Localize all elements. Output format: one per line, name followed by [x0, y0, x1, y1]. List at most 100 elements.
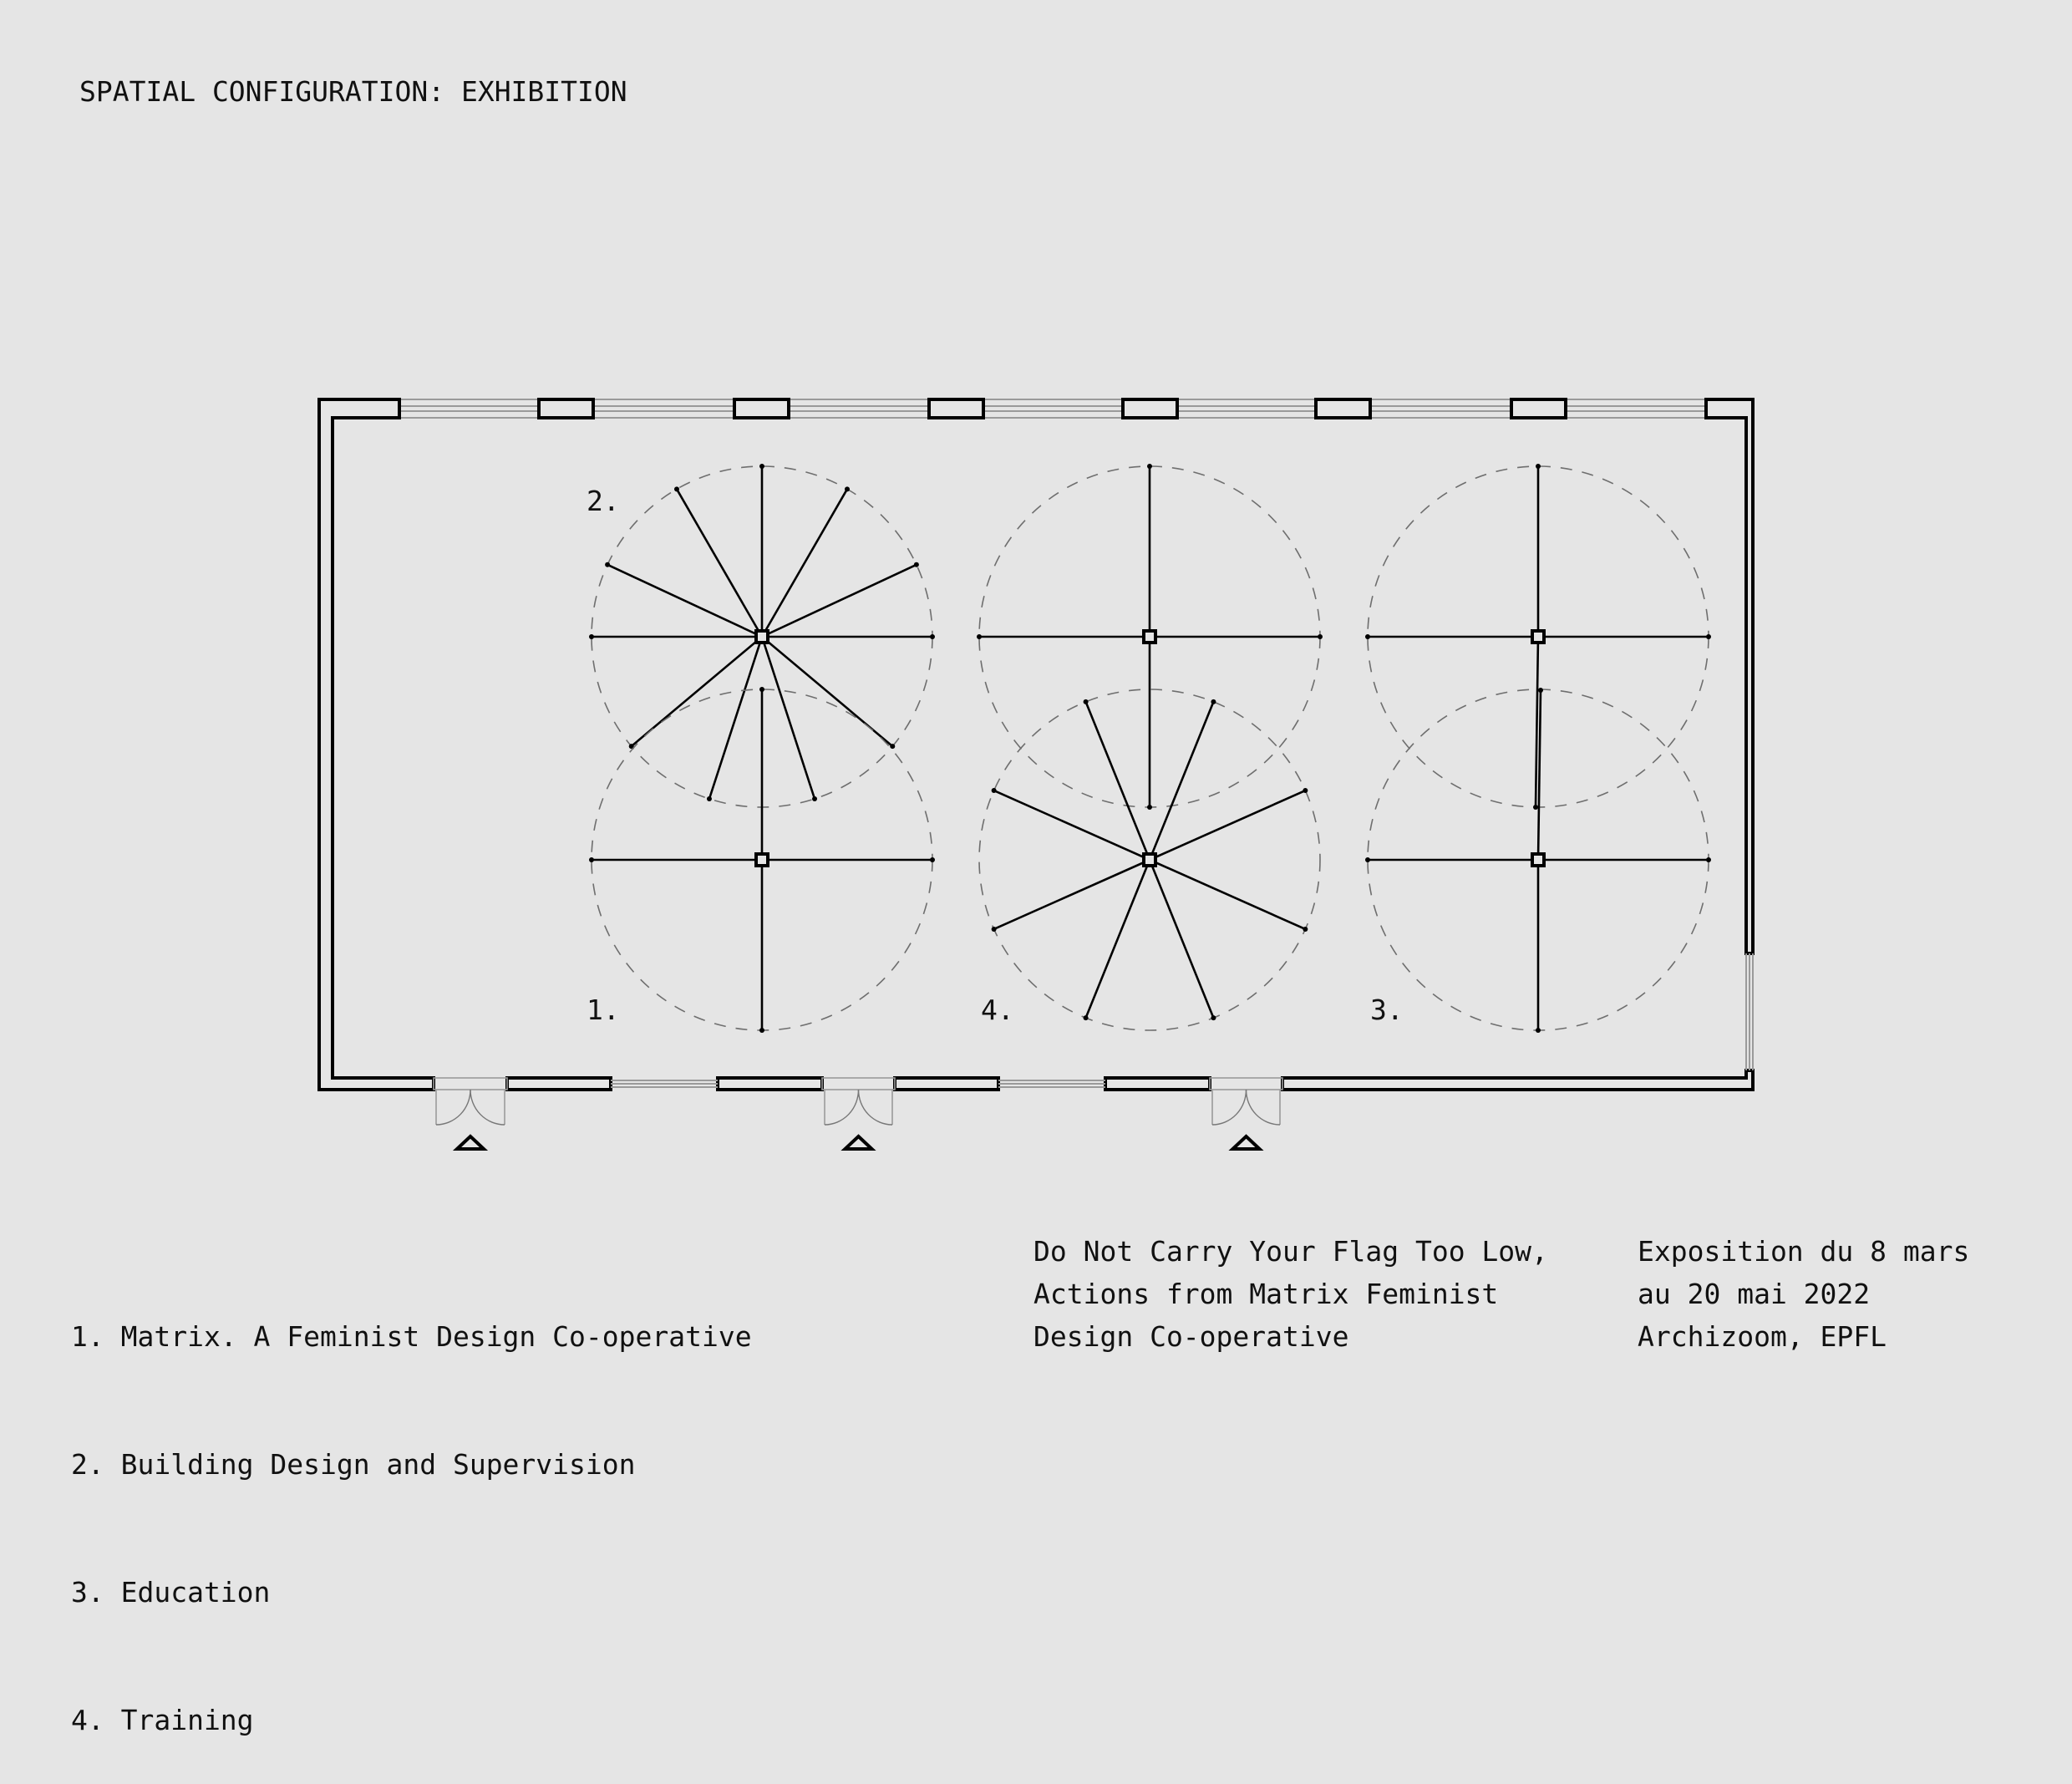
stand-top-middle	[977, 464, 1323, 810]
spoke	[1536, 689, 1542, 861]
door-swing	[857, 1089, 893, 1126]
wall-segment	[505, 1076, 612, 1091]
spoke-end	[1533, 805, 1538, 810]
door-swing	[470, 1089, 505, 1126]
spoke-end	[1147, 805, 1152, 810]
pier	[927, 398, 985, 419]
entrances	[433, 1077, 1283, 1151]
door-threshold	[821, 1077, 896, 1090]
spoke	[1534, 636, 1540, 808]
central-post	[754, 629, 769, 644]
spoke	[993, 789, 1150, 862]
spoke-end	[605, 562, 611, 567]
entrance-arrow-icon	[840, 1134, 876, 1151]
spoke-end	[913, 562, 919, 567]
spoke-end	[812, 796, 818, 802]
exhibition-dates: Exposition du 8 mars au 20 mai 2022 Arch…	[1638, 1230, 1969, 1358]
floor-plan: 2. 1. 4. 3.	[317, 398, 1755, 1151]
spoke-end	[1083, 699, 1089, 704]
spoke-end	[589, 857, 594, 862]
spoke	[630, 636, 763, 748]
central-post	[1142, 852, 1157, 867]
spoke	[1149, 789, 1306, 862]
spoke-end	[1303, 926, 1308, 932]
right-glazing	[1745, 953, 1754, 1070]
spoke	[708, 636, 764, 800]
legend: 1. Matrix. A Feminist Design Co-operativ…	[71, 1230, 752, 1784]
spoke-end	[1365, 634, 1370, 639]
walls	[317, 398, 1755, 1091]
spoke-end	[1303, 788, 1308, 794]
radius-circle	[978, 689, 1321, 1031]
pier	[1314, 398, 1372, 419]
zone-label-1: 1.	[587, 994, 620, 1026]
zone-label-4: 4.	[981, 994, 1014, 1026]
spoke-end	[930, 857, 935, 862]
central-post	[1531, 852, 1546, 867]
legend-item-1: 1. Matrix. A Feminist Design Co-operativ…	[71, 1320, 752, 1353]
legend-item-4: 4. Training	[71, 1704, 254, 1736]
door-swing	[435, 1089, 471, 1126]
central-post	[1142, 629, 1157, 644]
pier	[733, 398, 790, 419]
spoke-end	[628, 744, 634, 750]
entrance-arrow-icon	[452, 1134, 489, 1151]
wall-left	[317, 398, 435, 1091]
spoke	[1149, 858, 1306, 931]
spoke	[675, 488, 764, 638]
spoke-end	[1536, 1028, 1541, 1033]
display-stands	[589, 464, 1711, 1033]
spoke	[1148, 859, 1215, 1019]
stand-3	[1365, 688, 1711, 1033]
legend-item-3: 3. Education	[71, 1576, 271, 1609]
stand-top-right	[1365, 464, 1711, 810]
spoke	[1084, 859, 1151, 1019]
spoke-end	[890, 744, 896, 750]
spoke-end	[1211, 1015, 1216, 1021]
door-swing	[1211, 1089, 1247, 1126]
spoke-end	[1706, 634, 1711, 639]
spoke-end	[977, 634, 982, 639]
spoke-end	[589, 634, 594, 639]
zone-label-3: 3.	[1370, 994, 1404, 1026]
spoke	[993, 858, 1150, 931]
spoke-end	[1365, 857, 1370, 862]
bottom-glazing	[611, 1080, 1105, 1088]
spoke-end	[674, 486, 679, 492]
central-post	[1531, 629, 1546, 644]
spoke-end	[991, 788, 997, 794]
spoke	[760, 636, 816, 800]
wall-segment	[893, 1076, 1000, 1091]
spoke-end	[1147, 464, 1152, 469]
spoke-end	[706, 796, 712, 802]
stand-4	[978, 689, 1321, 1031]
exhibition-title-line: Design Co-operative	[1033, 1320, 1349, 1353]
door-swing	[824, 1089, 860, 1126]
spoke-end	[845, 486, 850, 492]
dates-line: Exposition du 8 mars	[1638, 1235, 1970, 1268]
exhibition-title-line: Actions from Matrix Feminist	[1033, 1278, 1499, 1310]
spoke	[760, 488, 849, 638]
spoke-end	[1318, 634, 1323, 639]
spoke-end	[759, 687, 764, 692]
central-post	[754, 852, 769, 867]
spoke-end	[1536, 464, 1541, 469]
spoke-end	[1211, 699, 1216, 704]
spoke-end	[1706, 857, 1711, 862]
wall-segment	[1104, 1076, 1211, 1091]
wall-bottom-right	[1281, 1069, 1755, 1091]
door-threshold	[433, 1077, 508, 1090]
spoke-end	[991, 926, 997, 932]
pier	[1121, 398, 1179, 419]
wall-segment	[716, 1076, 824, 1091]
stand-1	[589, 687, 935, 1033]
zone-label-2: 2.	[587, 485, 620, 517]
pier	[1510, 398, 1567, 419]
spoke	[761, 563, 917, 638]
spoke	[1148, 701, 1215, 861]
dates-line: au 20 mai 2022	[1638, 1278, 1871, 1310]
spoke	[607, 563, 763, 638]
spoke-end	[759, 464, 764, 469]
entrance-door	[1209, 1077, 1283, 1151]
spoke-end	[930, 634, 935, 639]
